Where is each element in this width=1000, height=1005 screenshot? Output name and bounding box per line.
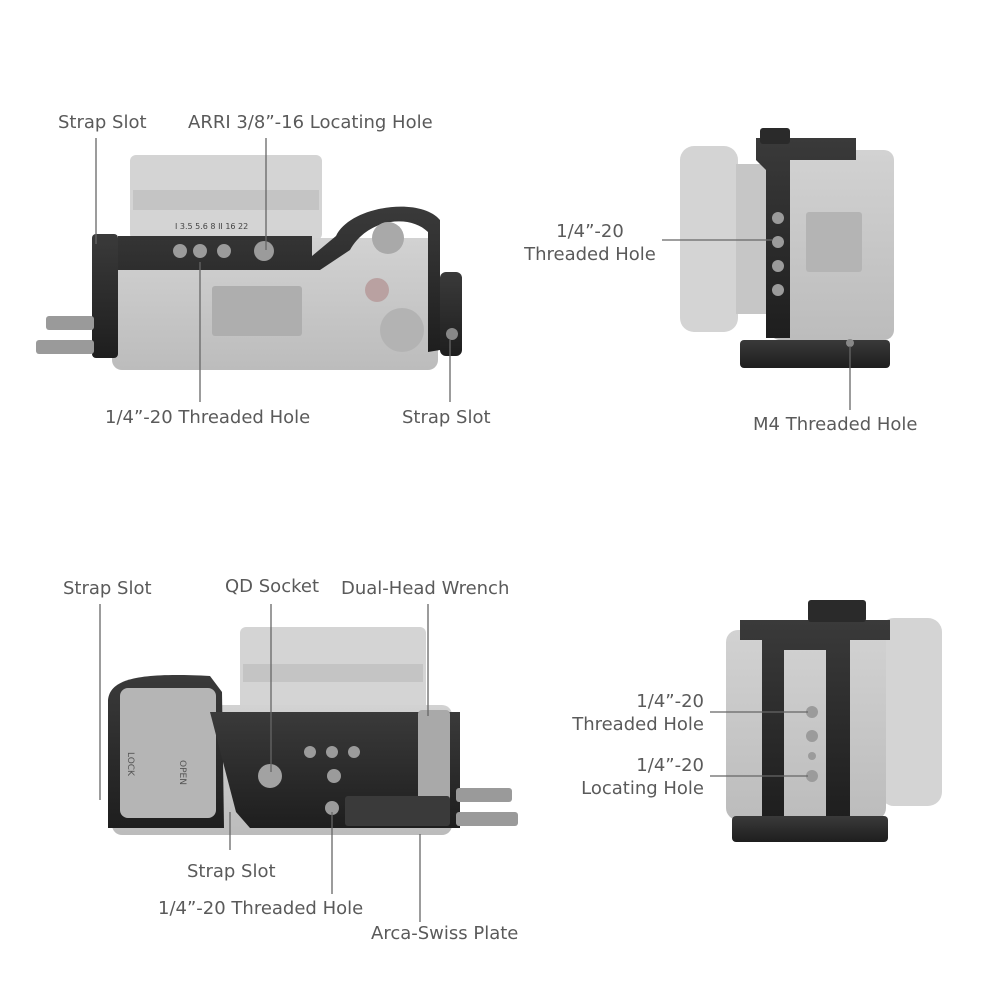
label-arri-locating-hole: ARRI 3/8”-16 Locating Hole: [188, 112, 433, 133]
side2-hole-2: [806, 730, 818, 742]
side2-locating-hole: [806, 770, 818, 782]
side2-hole-1: [806, 706, 818, 718]
cage-top-plate: [118, 206, 440, 352]
label-side-threaded-2: Threaded Hole: [524, 244, 656, 265]
arca-rail: [345, 796, 450, 826]
label-strap-slot-top-right: Strap Slot: [402, 407, 491, 428]
top-hole-3: [217, 244, 231, 258]
m4-hole: [846, 339, 854, 347]
hot-shoe-cover: [212, 286, 302, 336]
label-strap-slot-bottom-left: Strap Slot: [63, 578, 152, 599]
lens-side-2: [880, 618, 942, 806]
side-hole-2: [772, 236, 784, 248]
label-side2-locating-1: 1/4”-20: [636, 755, 704, 776]
side-hole-4: [772, 284, 784, 296]
arri-hole: [254, 241, 274, 261]
lens-side: [680, 146, 738, 332]
top-view: I 3.5 5.6 8 II 16 22: [36, 138, 462, 402]
lens-scale-print: I 3.5 5.6 8 II 16 22: [175, 222, 248, 231]
label-side-threaded-1: 1/4”-20: [556, 221, 624, 242]
label-side2-threaded-1: 1/4”-20: [636, 691, 704, 712]
battery-lock-text: LOCK: [125, 752, 135, 777]
shutter-button: [365, 278, 389, 302]
bolt-right-upper: [456, 788, 512, 802]
side-hole-3: [772, 260, 784, 272]
top-hole-1: [173, 244, 187, 258]
side2-hole-3: [808, 752, 816, 760]
side-hole-1: [772, 212, 784, 224]
qd-socket: [258, 764, 282, 788]
label-arca-swiss-plate: Arca-Swiss Plate: [371, 923, 519, 944]
dual-head-wrench: [418, 710, 450, 810]
top-hole-2: [193, 244, 207, 258]
label-strap-slot-top-left: Strap Slot: [58, 112, 147, 133]
right-side-view: [662, 128, 894, 410]
rear-dial: [380, 308, 424, 352]
bolt-upper: [46, 316, 94, 330]
battery-open-text: OPEN: [177, 760, 187, 785]
bottom-threaded-hole: [325, 801, 339, 815]
base-plate-2: [732, 816, 888, 842]
bottom-hole-1: [304, 746, 316, 758]
label-threaded-hole-top: 1/4”-20 Threaded Hole: [105, 407, 311, 428]
right-strap-lug: [440, 272, 462, 356]
camera-body-side-2: [726, 630, 886, 820]
cage-side-frame-2: [740, 620, 890, 820]
bottom-hole-2: [326, 746, 338, 758]
label-qd-socket: QD Socket: [225, 576, 319, 597]
base-plate: [740, 340, 890, 368]
label-side2-locating-2: Locating Hole: [581, 778, 704, 799]
label-dual-head-wrench: Dual-Head Wrench: [341, 578, 510, 599]
bolt-lower: [36, 340, 94, 354]
label-side2-threaded-2: Threaded Hole: [572, 714, 704, 735]
bottom-hole-4: [327, 769, 341, 783]
mode-dial: [372, 222, 404, 254]
left-side-view: [710, 600, 942, 842]
label-strap-slot-bottom: Strap Slot: [187, 861, 276, 882]
bolt-right-lower: [456, 812, 518, 826]
bottom-hole-3: [348, 746, 360, 758]
label-m4-threaded-hole: M4 Threaded Hole: [753, 414, 918, 435]
bottom-view: OPEN LOCK: [99, 604, 518, 922]
label-threaded-hole-bottom: 1/4”-20 Threaded Hole: [158, 898, 364, 919]
left-cage-side: [92, 234, 118, 358]
